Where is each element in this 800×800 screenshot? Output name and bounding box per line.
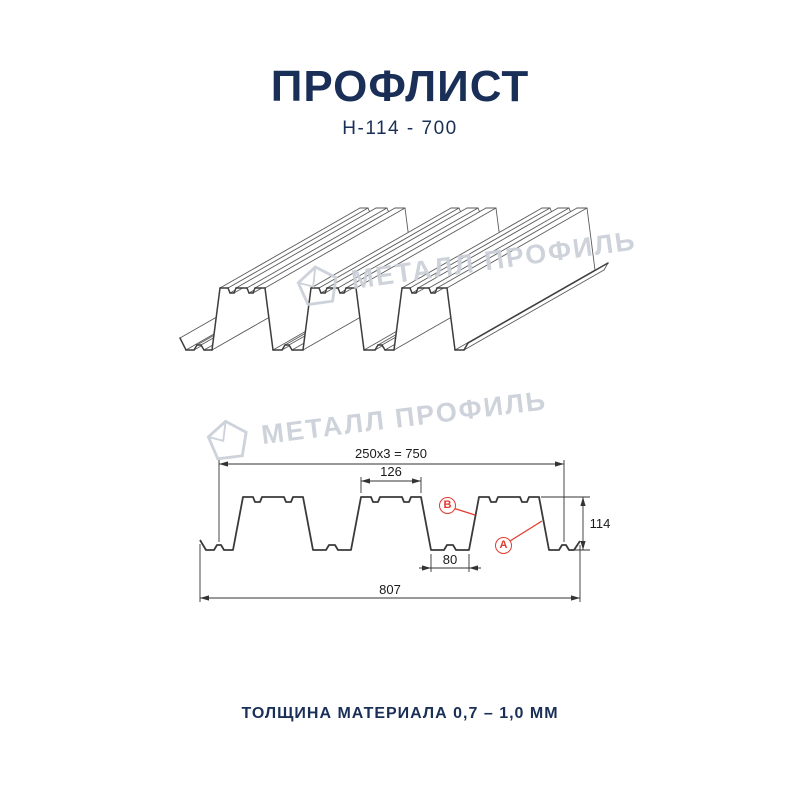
dim-valley-label: 80: [442, 552, 458, 567]
dim-overall-label: 807: [379, 582, 401, 597]
metal-profil-logo-icon: [206, 419, 248, 461]
profile-code: Н-114 - 700: [342, 118, 458, 139]
watermark-text: МЕТАЛЛ ПРОФИЛЬ: [259, 384, 549, 450]
face-a-marker: A: [495, 537, 512, 554]
material-thickness-note: ТОЛЩИНА МАТЕРИАЛА 0,7 – 1,0 ММ: [241, 705, 559, 722]
watermark-1: МЕТАЛЛ ПРОФИЛЬ: [293, 220, 639, 307]
face-b-marker: B: [439, 497, 456, 514]
dim-top-total-label: 250x3 = 750: [355, 446, 427, 461]
watermark-2: МЕТАЛЛ ПРОФИЛЬ: [204, 380, 550, 462]
metal-profil-logo-icon: [296, 265, 338, 307]
cross-section-drawing: [199, 460, 590, 602]
dim-rib-top-label: 126: [380, 464, 402, 479]
page-title: ПРОФЛИСТ: [270, 62, 530, 111]
dim-height-label: 114: [589, 516, 611, 531]
